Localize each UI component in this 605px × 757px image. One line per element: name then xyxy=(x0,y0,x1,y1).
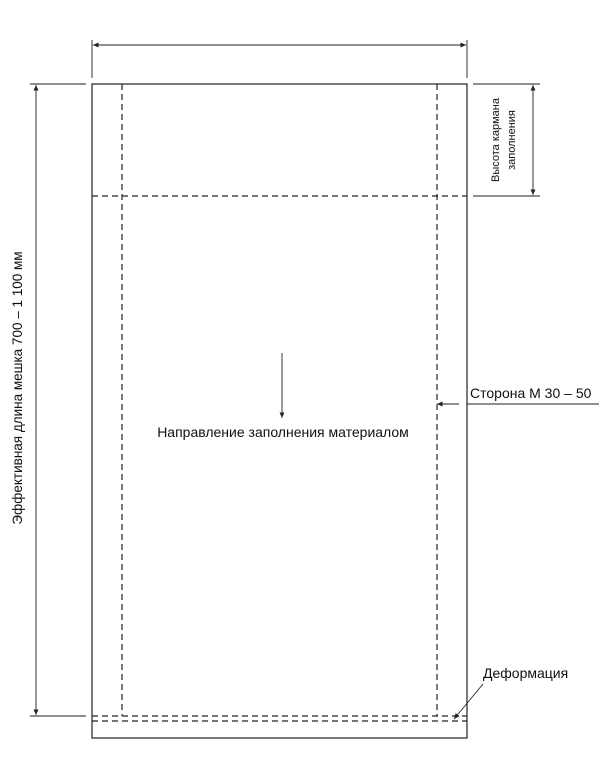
deformation-callout: Деформация xyxy=(453,665,568,720)
pocket-height-label-line1: Высота кармана xyxy=(490,97,502,182)
pocket-height-dimension: Высота кармана заполнения xyxy=(473,83,540,197)
bag-outline xyxy=(91,83,468,739)
length-dimension: Эффективная длина мешка 700 – 1 100 мм xyxy=(10,83,86,717)
side-m-label: Сторона М 30 – 50 xyxy=(470,385,592,401)
fill-direction: Направление заполнения материалом xyxy=(157,353,409,440)
side-m-dimension: Сторона М 30 – 50 xyxy=(437,385,599,407)
pocket-height-label-line2: заполнения xyxy=(506,110,518,170)
width-dimension xyxy=(91,40,468,78)
fill-direction-label: Направление заполнения материалом xyxy=(157,424,409,440)
deformation-label: Деформация xyxy=(483,665,568,681)
deformation-leader-arrow xyxy=(453,683,484,720)
dashed-guides xyxy=(92,84,467,722)
bag-length-label: Эффективная длина мешка 700 – 1 100 мм xyxy=(10,251,25,524)
